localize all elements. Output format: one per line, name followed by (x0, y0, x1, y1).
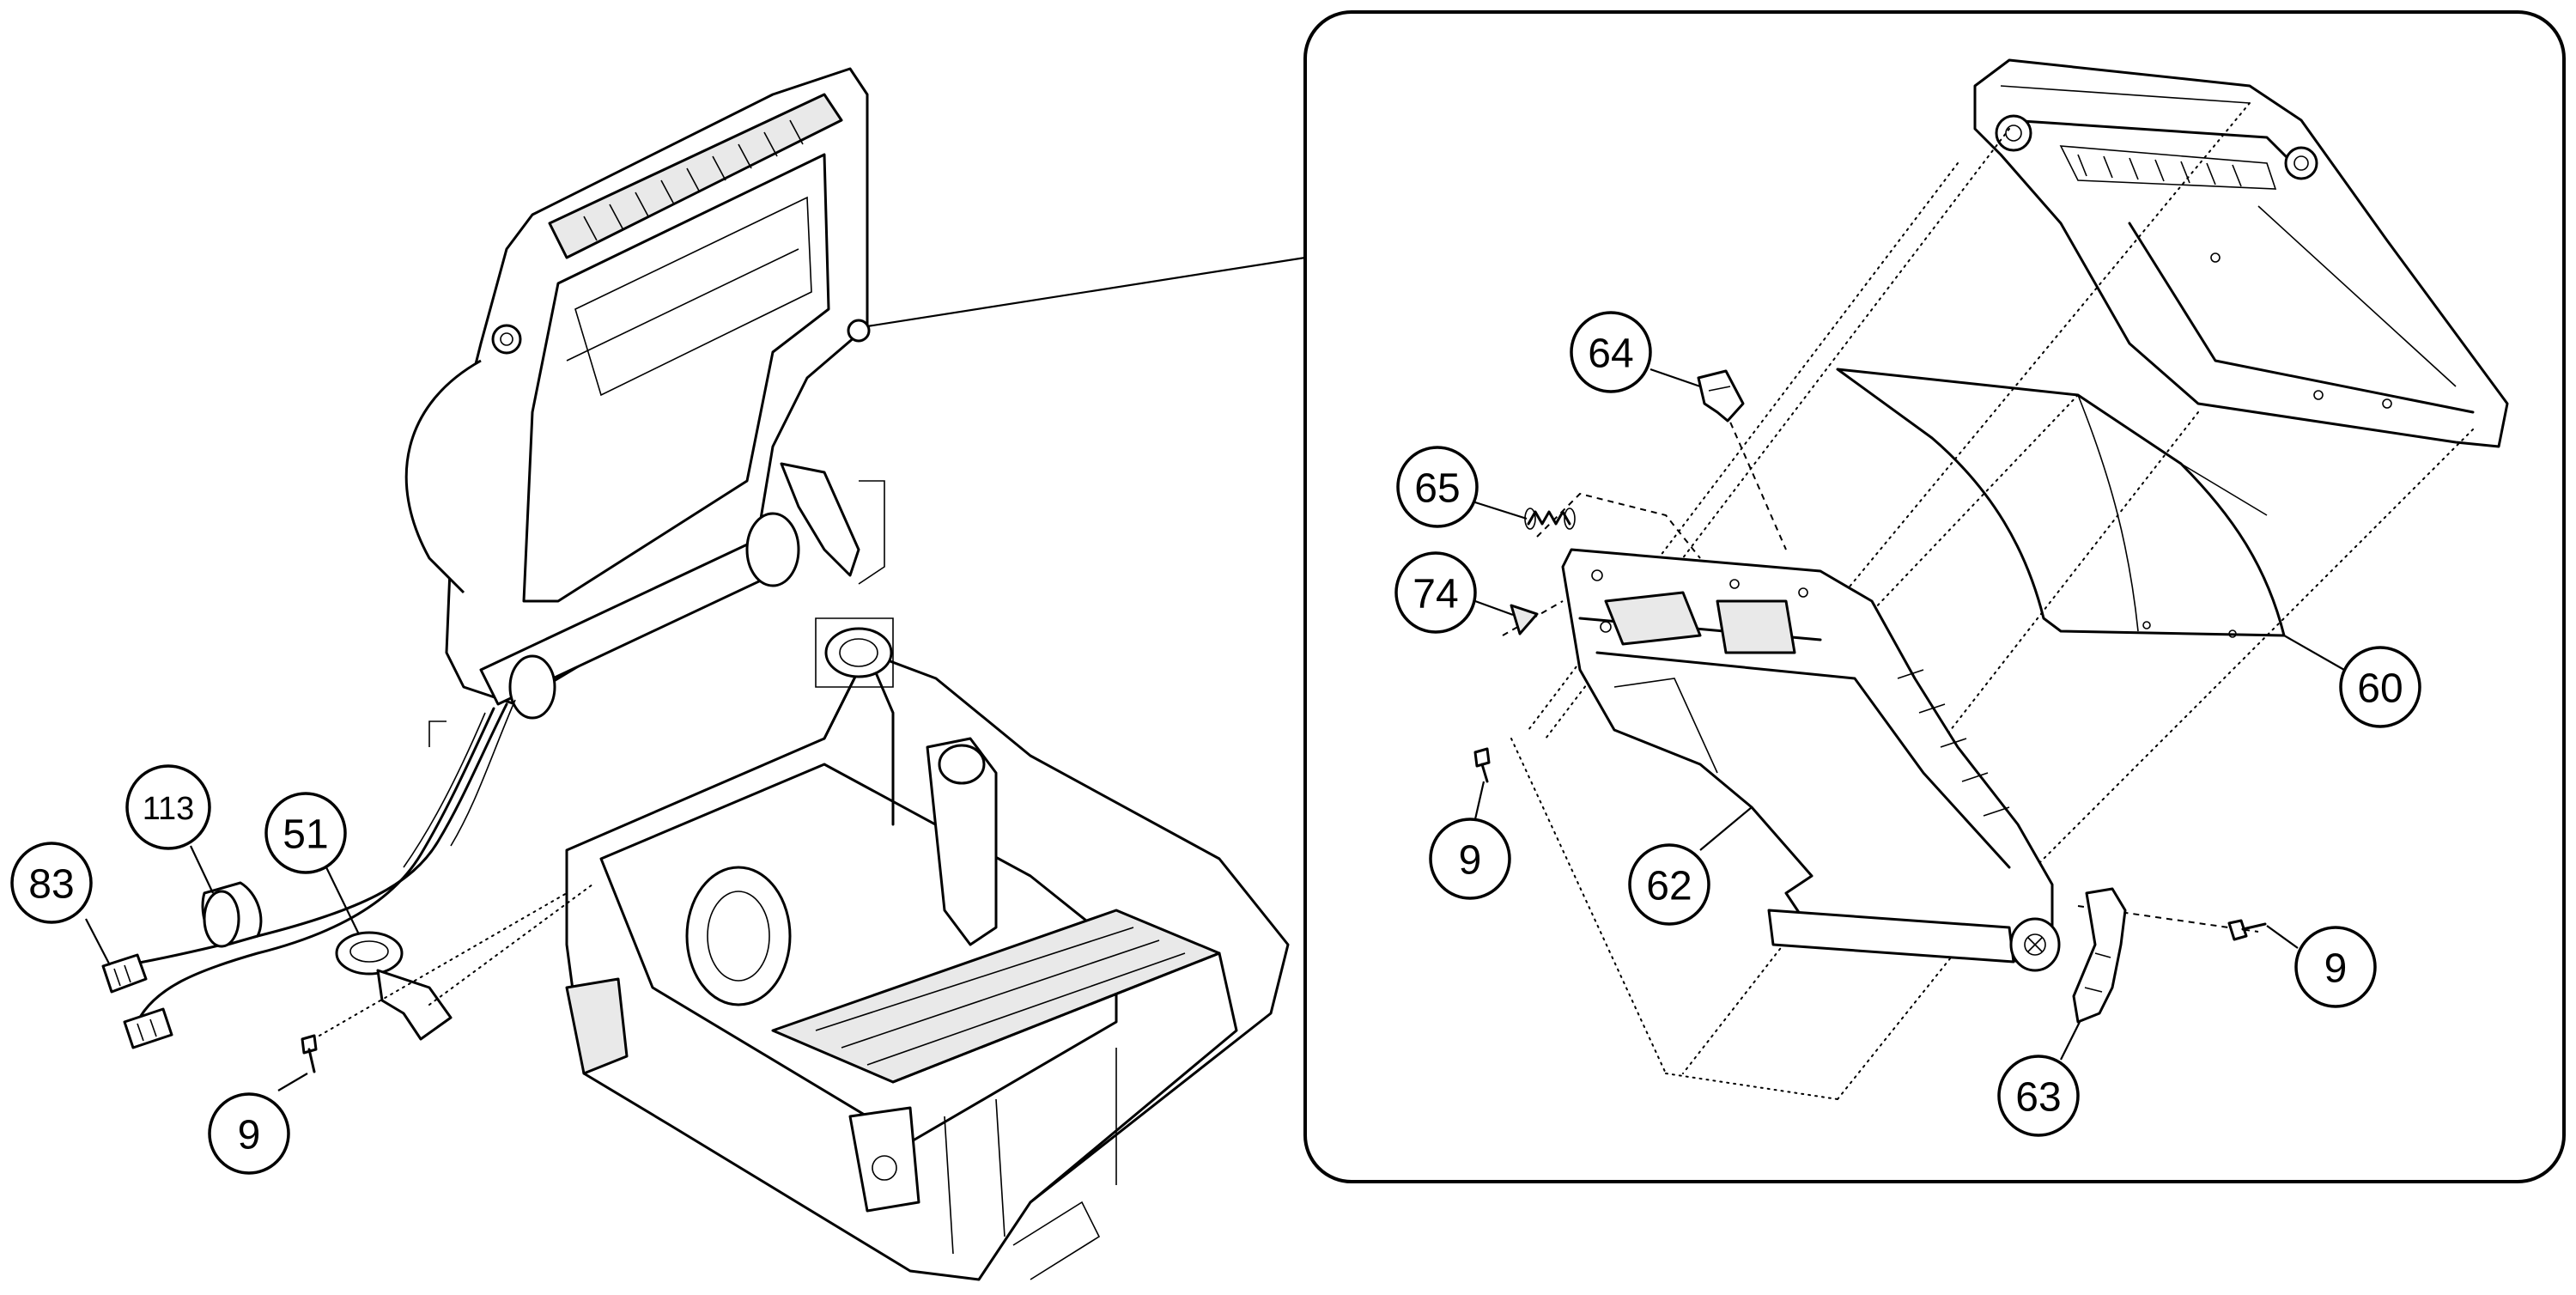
connector-83-plug-b (123, 1007, 173, 1049)
callout-60: 60 (2339, 646, 2421, 728)
callout-64-label: 64 (1588, 331, 1633, 377)
screw-9-mid (1473, 747, 1491, 783)
lever-63 (2072, 887, 2127, 1024)
callout-83: 83 (10, 842, 111, 966)
callout-63-label: 63 (2015, 1075, 2061, 1121)
bracket-frame-62 (1561, 548, 2061, 972)
detail-view-frame (1303, 10, 2566, 1183)
callout-83-label: 83 (28, 862, 74, 908)
detail-leader-line (866, 256, 1306, 328)
cable-clamp-51 (335, 884, 593, 1041)
callout-63: 63 (1997, 1021, 2081, 1137)
callout-62: 62 (1628, 806, 1753, 926)
callout-9-right: 9 (2266, 925, 2377, 1008)
top-cover-frame (1973, 58, 2509, 448)
callout-60-label: 60 (2357, 666, 2403, 712)
callout-9-mid-label: 9 (1459, 838, 1482, 884)
callout-74-label: 74 (1413, 572, 1458, 617)
wiring-harness (118, 699, 516, 1024)
bracket-ribs (1897, 669, 2010, 817)
callout-113: 113 (125, 764, 214, 894)
printer-base-unit (565, 617, 1290, 1281)
base-front-grill (815, 927, 1186, 1066)
top-cover-slots (2077, 154, 2242, 187)
callout-64: 64 (1570, 311, 1701, 393)
callout-9-left-label: 9 (238, 1113, 261, 1158)
callout-51-label: 51 (283, 812, 328, 858)
callout-62-label: 62 (1646, 864, 1692, 909)
callout-113-label: 113 (143, 791, 195, 827)
spring-65 (1524, 508, 1576, 530)
callout-9-left: 9 (208, 1073, 308, 1175)
screw-9-left (301, 892, 568, 1073)
clip-64 (1697, 369, 1745, 423)
screw-9-right (2227, 919, 2267, 941)
callout-74: 74 (1394, 551, 1514, 634)
callout-9-right-label: 9 (2324, 946, 2348, 992)
callout-65: 65 (1396, 446, 1528, 528)
wedge-74 (1510, 604, 1539, 635)
ferrite-core-113 (201, 881, 263, 948)
callout-51: 51 (264, 792, 360, 935)
upper-cover-assembly (404, 67, 885, 720)
callout-9-mid: 9 (1429, 781, 1511, 900)
cover-comb-teeth (583, 119, 804, 241)
connector-83-plug-a (101, 953, 148, 994)
callout-65-label: 65 (1414, 466, 1460, 512)
